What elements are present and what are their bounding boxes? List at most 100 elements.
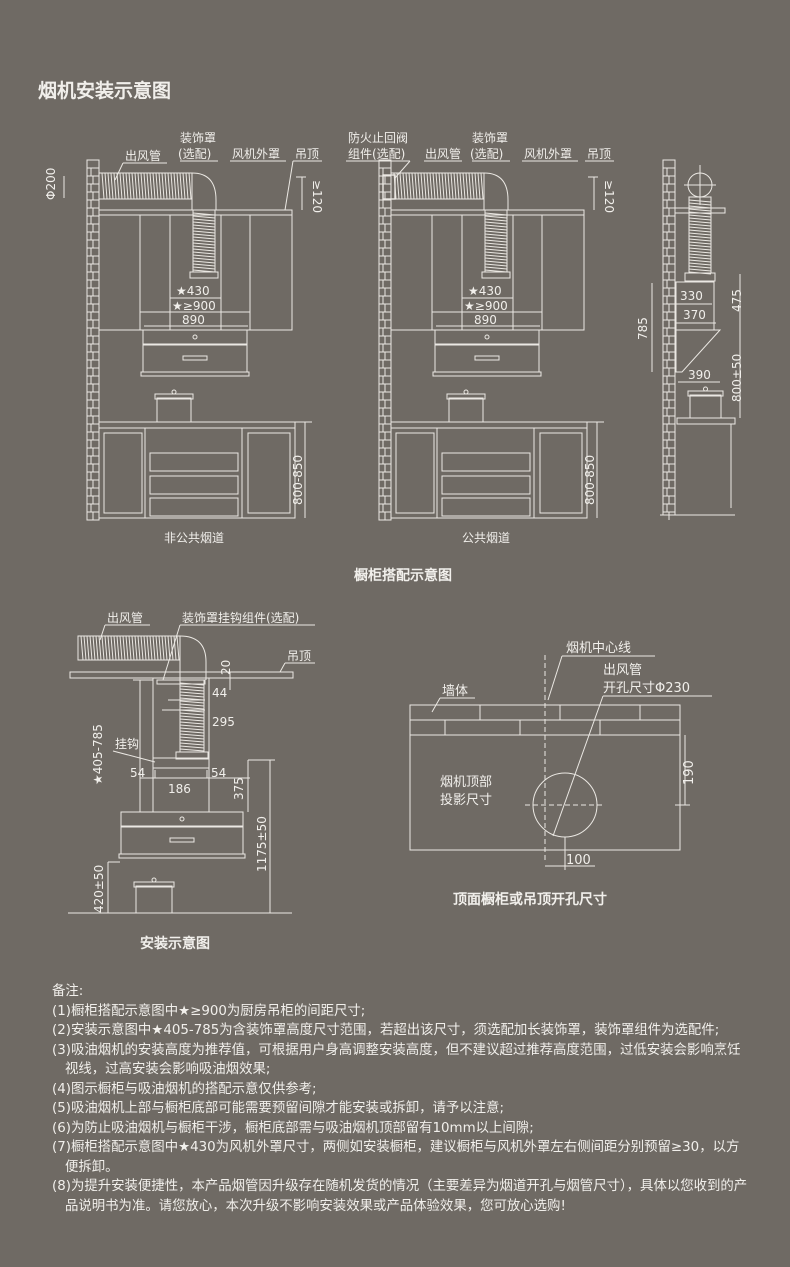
duct-elbow: [483, 172, 509, 210]
duct-rib: [140, 172, 144, 200]
duct-rib: [155, 172, 159, 200]
duct-rib: [484, 233, 508, 237]
duct-rib: [188, 172, 192, 200]
pot-knob: [171, 389, 177, 395]
duct-rib: [119, 172, 123, 200]
duct-rib: [688, 250, 712, 254]
note-item: (4)图示橱柜与吸油烟机的搭配示意仅供参考;: [52, 1081, 317, 1097]
dim-186: 186: [168, 782, 191, 796]
control-panel: [169, 837, 195, 843]
dim-100: 100: [566, 853, 591, 868]
base-cabinet: [98, 427, 296, 519]
duct-rib: [480, 172, 484, 200]
duct-rib: [128, 635, 132, 661]
leader: [547, 655, 563, 701]
dim-gap-120: ≥120: [602, 180, 616, 213]
duct-rib: [484, 260, 508, 264]
duct-rib: [179, 703, 205, 707]
dim-900: ★≥900: [464, 299, 508, 313]
duct-rib: [179, 688, 205, 692]
label-hook: 挂钩: [115, 737, 139, 751]
duct-collar: [481, 271, 511, 279]
duct-rib: [447, 172, 451, 200]
label-hook-assembly: 装饰罩挂钩组件(选配): [182, 611, 299, 625]
duct-rib: [688, 259, 712, 263]
dim-370: 370: [683, 308, 706, 322]
dim-800-850: 800-850: [583, 455, 597, 505]
duct-rib: [688, 244, 712, 248]
duct-rib: [86, 635, 90, 661]
dim-405-785: ★405-785: [91, 724, 105, 785]
duct-rib: [158, 635, 162, 661]
duct-rib: [192, 227, 216, 231]
duct-rib: [179, 718, 205, 722]
duct-rib: [459, 172, 463, 200]
page-title: 烟机安装示意图: [38, 80, 172, 102]
duct-rib: [471, 172, 475, 200]
duct-rib: [405, 172, 409, 200]
ceiling: [674, 207, 726, 214]
hood-indicator: [192, 334, 198, 340]
hood-indicator: [179, 816, 185, 822]
countertop: [676, 417, 736, 425]
duct-rib: [484, 215, 508, 219]
leader: [279, 662, 286, 673]
duct-rib: [688, 229, 712, 233]
duct-rib: [83, 635, 87, 661]
side-view-diagram: [651, 159, 741, 520]
caption-nonpublic: 非公共烟道: [164, 531, 224, 545]
duct-rib: [402, 172, 406, 200]
duct-rib: [688, 223, 712, 227]
upper-cabinet-right: [541, 214, 585, 331]
leader: [112, 750, 156, 763]
duct-rib: [173, 635, 177, 661]
note-item: (7)橱柜搭配示意图中★430为风机外罩尺寸，两侧如安装橱柜，建议橱柜与风机外罩…: [52, 1140, 740, 1175]
ceiling: [69, 671, 294, 679]
duct-rib: [164, 635, 168, 661]
dim-330: 330: [680, 289, 703, 303]
duct-rib: [146, 635, 150, 661]
label-cover: 装饰罩: [180, 131, 216, 145]
duct-rib: [484, 266, 508, 270]
drawer: [149, 475, 239, 495]
duct-rib: [435, 172, 439, 200]
duct-collar: [175, 751, 209, 760]
duct-rib: [192, 254, 216, 258]
label-projection-1: 烟机顶部: [440, 775, 492, 790]
leader: [99, 624, 106, 641]
dim-gap-120: ≥120: [310, 180, 324, 213]
duct-rib: [688, 256, 712, 260]
duct-rib: [441, 172, 445, 200]
duct-rib: [179, 742, 205, 746]
duct-rib: [179, 715, 205, 719]
label-valve-optional: 组件(选配): [348, 147, 405, 161]
duct-rib: [119, 635, 123, 661]
duct-rib: [462, 172, 466, 200]
duct-rib: [134, 172, 138, 200]
dim-54-right: 54: [211, 766, 226, 780]
duct-rib: [399, 172, 403, 200]
cabinet-section-caption: 橱柜搭配示意图: [354, 567, 452, 584]
duct-rib: [192, 245, 216, 249]
duct-rib: [107, 172, 111, 200]
duct-rib: [468, 172, 472, 200]
duct-rib: [432, 172, 436, 200]
duct-rib: [113, 635, 117, 661]
label-outlet: 出风管: [425, 146, 461, 161]
duct-rib: [192, 242, 216, 246]
duct-rib: [484, 257, 508, 261]
dim-890: 890: [474, 313, 497, 327]
duct-rib: [192, 266, 216, 270]
duct-rib: [414, 172, 418, 200]
ceiling: [390, 209, 585, 216]
duct-rib: [411, 172, 415, 200]
duct-rib: [101, 172, 105, 200]
duct-rib: [192, 224, 216, 228]
dim-890: 890: [182, 313, 205, 327]
duct-rib: [423, 172, 427, 200]
duct-rib: [179, 721, 205, 725]
dim-295: 295: [212, 715, 235, 729]
duct-rib: [137, 635, 141, 661]
label-outlet: 出风管: [125, 148, 161, 163]
duct-rib: [143, 635, 147, 661]
